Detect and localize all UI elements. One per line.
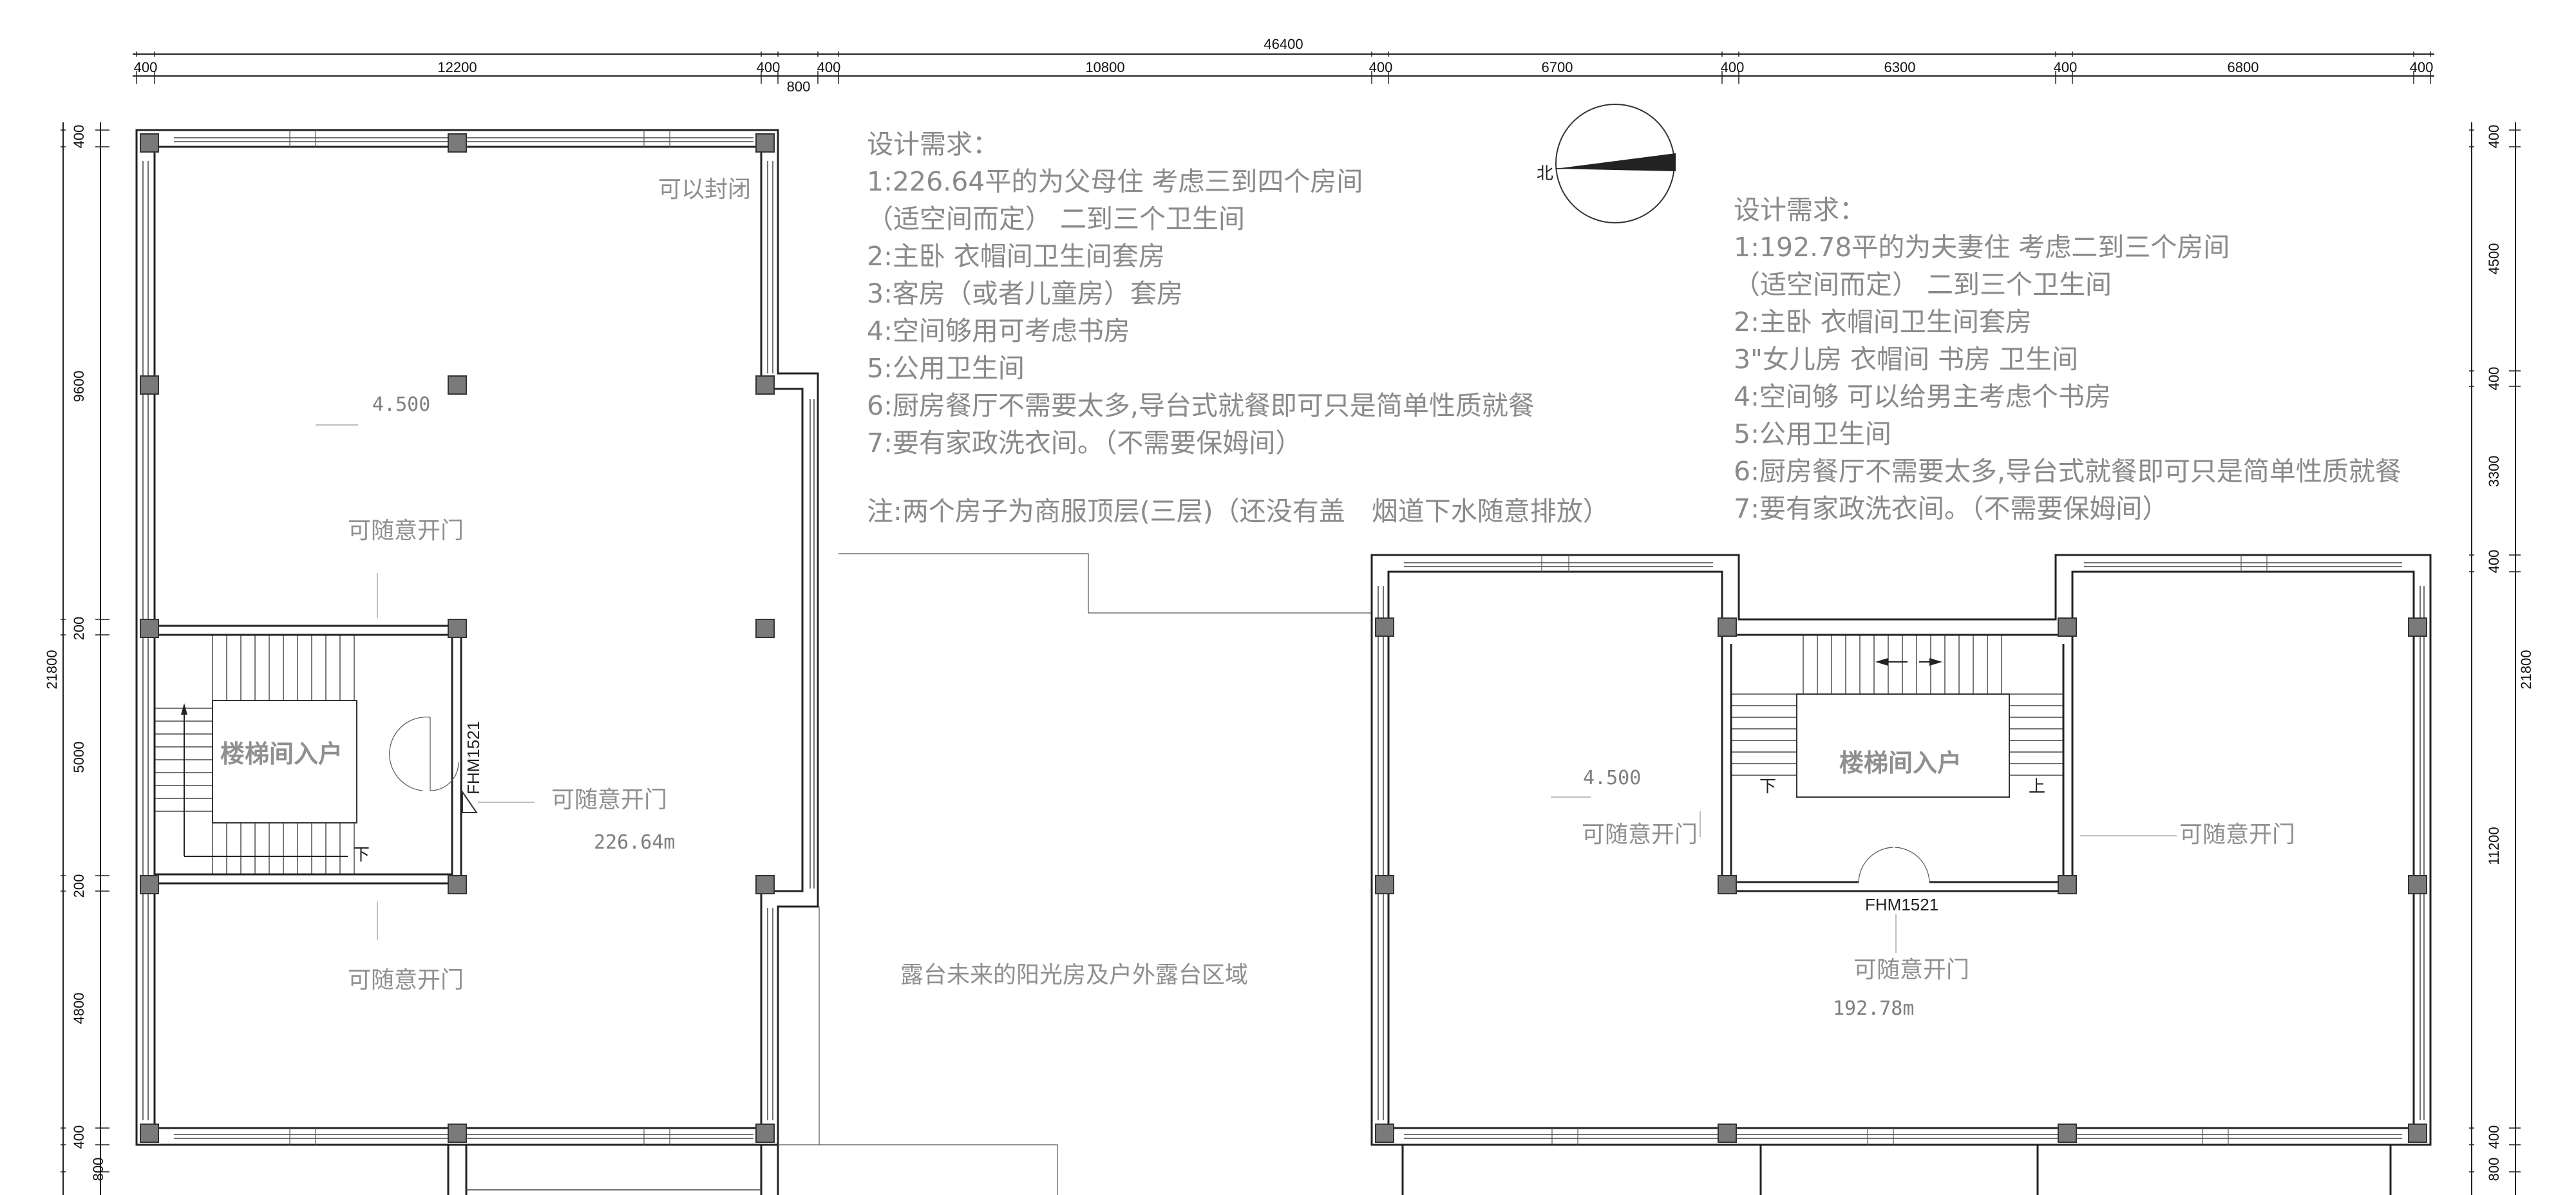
left-door-free-label-1: 可随意开门 [348,518,464,544]
top-dimension-chain: 46400 400 12200 400 800 400 10800 400 67… [133,36,2434,95]
left-elevation-label: 4.500 [372,393,430,416]
right-door-free-label-3: 可随意开门 [1853,957,1969,983]
dim-left-6: 4800 [71,993,87,1024]
dim-left-total: 21800 [44,650,60,689]
left-unit-walls [135,129,819,1195]
left-door-free-label-3: 可随意开门 [348,967,464,993]
left-stair-entry-label: 楼梯间入户 [220,740,343,768]
notes-left-line-6: 5:公用卫生间 [867,353,1025,384]
terrace-label: 露台未来的阳光房及户外露台区域 [900,962,1248,988]
right-unit-walls [1370,554,2432,1195]
notes-left-line-2: （适空间而定） 二到三个卫生间 [867,203,1245,234]
right-door-free-label-2: 可随意开门 [2179,822,2295,848]
notes-left-title: 设计需求： [867,129,999,160]
dim-right-6: 11200 [2486,827,2502,865]
notes-right-line-1: 1:192.78平的为夫妻住 考虑二到三个房间 [1734,232,2230,263]
left-unit-columns [140,133,775,1143]
dim-top-5: 400 [817,59,841,75]
dim-left-8: 800 [90,1158,106,1181]
dim-top-10: 6300 [1884,59,1916,75]
right-stair-entry-label: 楼梯间入户 [1839,749,1962,777]
notes-right-line-8: 7:要有家政洗衣间。（不需要保姆间） [1734,493,2168,524]
right-dimension-chain: 21800 400 4500 400 3300 400 11200 400 80… [2469,122,2534,1195]
dim-top-9: 400 [1721,59,1745,75]
right-stair-treads [1731,635,2063,776]
dim-right-3: 400 [2486,367,2502,391]
dim-left-1: 400 [71,125,87,149]
right-area-label: 192.78m [1833,997,1914,1020]
left-can-close-label: 可以封闭 [658,176,751,203]
right-unit-columns [1375,617,2427,1143]
notes-left-line-7: 6:厨房餐厅不需要太多,导台式就餐即可只是简单性质就餐 [867,390,1535,421]
dim-left-3: 200 [71,617,87,641]
left-area-label: 226.64m [594,831,675,854]
notes-right-line-4: 3"女儿房 衣帽间 书房 卫生间 [1734,344,2078,375]
dim-total-width: 46400 [1264,36,1303,52]
right-stair-down-label: 下 [1759,776,1776,796]
right-stair-up-label: 上 [2029,776,2045,796]
notes-right-line-6: 5:公用卫生间 [1734,419,1891,449]
dim-top-6: 10800 [1085,59,1124,75]
dim-left-4: 5000 [71,742,87,773]
dim-right-2: 4500 [2486,243,2502,275]
compass-north-label: 北 [1537,164,1553,183]
left-stair-down-label: 下 [353,845,370,864]
dim-right-1: 400 [2486,125,2502,149]
notes-right-line-5: 4:空间够 可以给男主考虑个书房 [1734,381,2111,412]
dim-top-7: 400 [1369,59,1393,75]
dim-top-11: 400 [2054,59,2078,75]
north-compass [1555,104,1676,223]
notes-left-footnote: 注:两个房子为商服顶层(三层)（还没有盖 烟道下水随意排放） [867,496,1609,527]
terrace-outline [778,553,1372,1195]
dim-right-8: 800 [2486,1158,2502,1181]
notes-left-line-1: 1:226.64平的为父母住 考虑三到四个房间 [867,166,1363,197]
dim-top-12: 6800 [2228,59,2259,75]
left-door-free-label-2: 可随意开门 [551,787,667,813]
notes-left-line-4: 3:客房（或者儿童房）套房 [867,278,1183,309]
dim-top-3: 400 [757,59,781,75]
notes-right-line-2: （适空间而定） 二到三个卫生间 [1734,269,2112,300]
notes-left-line-5: 4:空间够用可考虑书房 [867,315,1130,346]
notes-right-line-3: 2:主卧 衣帽间卫生间套房 [1734,306,2032,337]
dim-left-2: 9600 [71,371,87,402]
design-notes-right: 设计需求： 1:192.78平的为夫妻住 考虑二到三个房间 （适空间而定） 二到… [1734,194,2401,524]
right-elevation-label: 4.500 [1583,767,1641,789]
notes-right-title: 设计需求： [1734,194,1866,225]
dim-right-total: 21800 [2518,650,2534,689]
dim-right-7: 400 [2486,1125,2502,1149]
dim-right-5: 400 [2486,550,2502,574]
notes-left-line-3: 2:主卧 衣帽间卫生间套房 [867,241,1165,272]
right-door-free-label-1: 可随意开门 [1582,822,1698,848]
dim-left-7: 400 [71,1125,87,1149]
notes-right-line-7: 6:厨房餐厅不需要太多,导台式就餐即可只是简单性质就餐 [1734,456,2401,487]
left-door-code-label: FHM1521 [464,721,483,795]
dim-top-1: 400 [134,59,158,75]
dim-top-13: 400 [2410,59,2434,75]
dim-top-8: 6700 [1542,59,1573,75]
dim-top-4: 800 [787,79,811,95]
left-dimension-chain: 21800 400 9600 200 5000 200 4800 400 800 [44,122,109,1195]
dim-top-2: 12200 [437,59,477,75]
notes-left-line-8: 7:要有家政洗衣间。（不需要保姆间） [867,428,1302,458]
dim-left-5: 200 [71,874,87,898]
dim-right-4: 3300 [2486,456,2502,487]
design-notes-left: 设计需求： 1:226.64平的为父母住 考虑三到四个房间 （适空间而定） 二到… [867,129,1609,527]
right-door-code-label: FHM1521 [1865,895,1938,914]
